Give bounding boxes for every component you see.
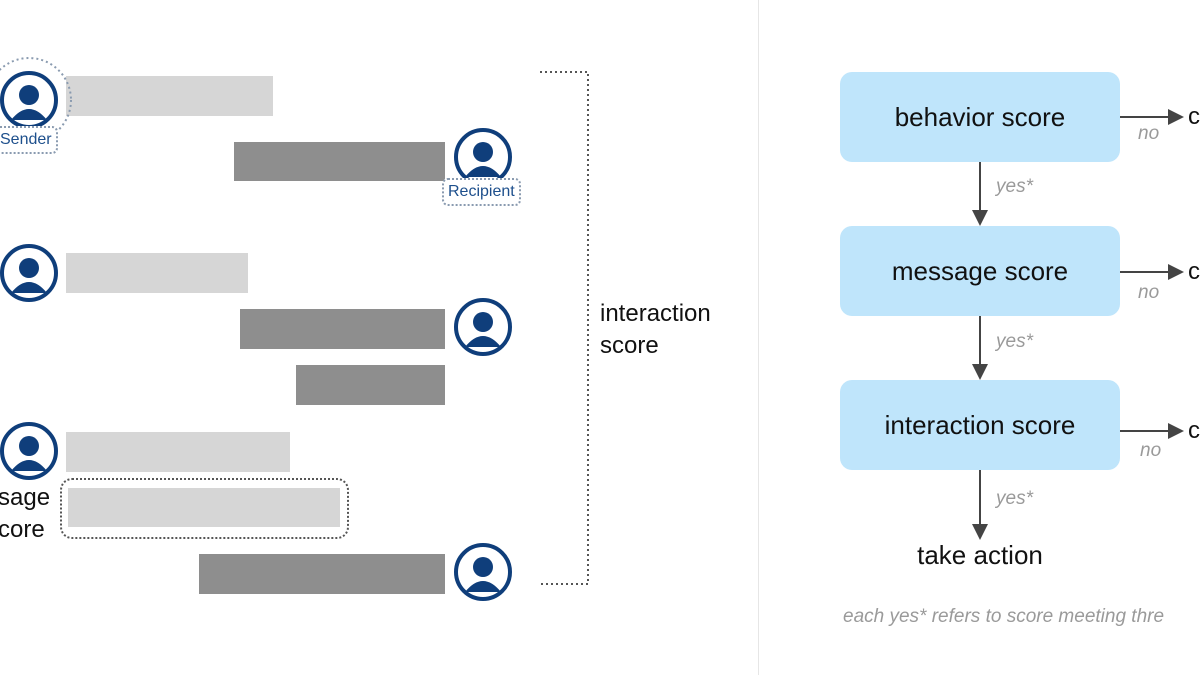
footnote: each yes* refers to score meeting thre: [843, 606, 1165, 627]
no-outcome-label-3: c: [1188, 417, 1200, 444]
interaction-score-label-line1: interaction: [600, 300, 711, 327]
message-bar-recipient-1: [234, 142, 445, 181]
yes-label-2: yes*: [996, 331, 1033, 352]
message-bar-sender-1: [66, 76, 273, 116]
message-bar-sender-3: [66, 432, 290, 472]
message-bar-recipient-3: [296, 365, 445, 405]
no-label-2: no: [1138, 282, 1160, 303]
no-outcome-label-2: c: [1188, 258, 1200, 285]
recipient-avatar-icon-3: [454, 543, 512, 601]
message-score-label: sage core: [0, 482, 50, 546]
interaction-score-label: interaction score: [600, 298, 711, 362]
recipient-avatar-icon-2: [454, 298, 512, 356]
message-score-label-line1: sage: [0, 484, 51, 511]
interaction-score-label-line2: score: [600, 332, 659, 359]
yes-label-3: yes*: [996, 488, 1033, 509]
panel-divider: [758, 0, 759, 675]
sender-avatar-icon-2: [0, 244, 58, 302]
recipient-tag: Recipient: [442, 178, 521, 206]
no-outcome-label-1: c: [1188, 103, 1200, 130]
behavior-score-box: behavior score: [840, 72, 1120, 162]
yes-label-1: yes*: [996, 176, 1033, 197]
interaction-score-box: interaction score: [840, 380, 1120, 470]
sender-avatar-icon-3: [0, 422, 58, 480]
no-label-3: no: [1140, 440, 1162, 461]
message-bar-recipient-4: [199, 554, 445, 594]
sender-tag: Sender: [0, 126, 58, 154]
take-action-label: take action: [917, 540, 1043, 570]
message-bar-sender-4: [68, 488, 340, 527]
no-label-1: no: [1138, 123, 1160, 144]
message-score-box: message score: [840, 226, 1120, 316]
message-score-label-line2: core: [0, 516, 45, 543]
message-bar-recipient-2: [240, 309, 445, 349]
message-score-highlight: [60, 478, 349, 539]
message-bar-sender-2: [66, 253, 248, 293]
